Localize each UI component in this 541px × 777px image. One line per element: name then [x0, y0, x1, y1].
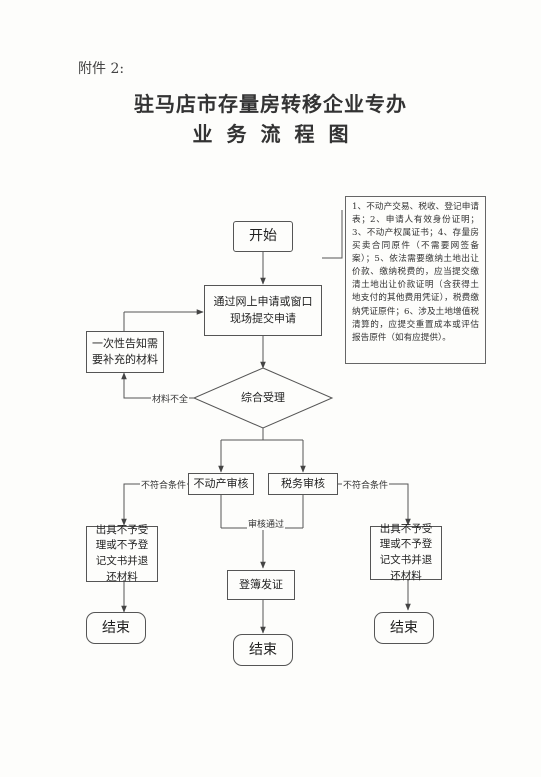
start-node: 开始 — [233, 221, 293, 252]
passed-label: 审核通过 — [247, 517, 286, 530]
accept-label: 综合受理 — [241, 391, 285, 404]
not-met-right-label: 不符合条件 — [342, 478, 390, 491]
end-right-node: 结束 — [374, 612, 434, 644]
register-box: 登簿发证 — [227, 570, 295, 600]
inform-box: 一次性告知需要补充的材料 — [86, 331, 164, 373]
required-materials-note: 1、不动产交易、税收、登记申请表；2、申请人有效身份证明；3、不动产权属证书；4… — [345, 196, 486, 364]
apply-box: 通过网上申请或窗口现场提交申请 — [204, 285, 322, 336]
note-connector — [322, 210, 343, 259]
incomplete-label: 材料不全 — [151, 392, 190, 405]
page-title: 驻马店市存量房转移企业专办 — [134, 92, 407, 116]
end-left-node: 结束 — [86, 612, 146, 644]
reject-left-box: 出具不予受理或不予登记文书并退还材料 — [86, 524, 158, 583]
reject-right-box: 出具不予受理或不予登记文书并退还材料 — [370, 523, 442, 582]
page-subtitle: 业务流程图 — [192, 122, 363, 146]
attachment-label: 附件 2: — [78, 61, 125, 77]
end-center-node: 结束 — [233, 634, 293, 666]
not-met-left-label: 不符合条件 — [140, 478, 188, 491]
accept-decision-diamond — [192, 367, 334, 429]
tax-review-box: 税务审核 — [268, 473, 338, 495]
property-review-box: 不动产审核 — [188, 473, 254, 495]
